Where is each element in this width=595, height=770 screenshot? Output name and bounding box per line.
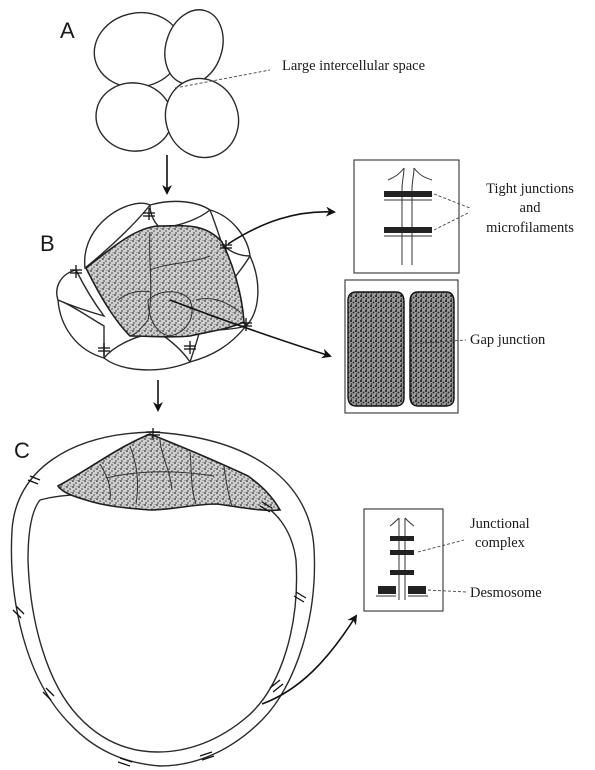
desmosome-plaque [378, 586, 396, 594]
outer-cell [104, 332, 190, 370]
junction-band [390, 550, 414, 555]
junctional-complex-inset: Junctional complex Desmosome [364, 509, 542, 611]
label-microfilaments: microfilaments [486, 220, 574, 236]
panel-a-letter: A [60, 18, 75, 43]
panel-b: B [40, 201, 258, 369]
label-large-intercellular-space: Large intercellular space [282, 58, 425, 74]
outer-cell [150, 201, 210, 228]
label-complex: complex [475, 535, 526, 551]
tight-junction-inset: Tight junctions and microfilaments [354, 160, 574, 273]
tight-junction-band [384, 191, 432, 197]
compacted-cell [410, 292, 454, 406]
junction-band [390, 570, 414, 575]
blastomere [92, 78, 177, 156]
label-tight-junctions-and: and [520, 200, 542, 216]
panel-a: A Large intercellular space [60, 2, 425, 168]
panel-c: C [11, 428, 314, 766]
tight-junction-box [354, 160, 459, 273]
label-junctional: Junctional [470, 516, 530, 532]
tight-junction-band [384, 227, 432, 233]
panel-c-letter: C [14, 438, 30, 463]
panel-b-letter: B [40, 231, 55, 256]
junction-band [390, 536, 414, 541]
label-tight-junctions: Tight junctions [486, 181, 574, 197]
label-desmosome: Desmosome [470, 585, 542, 601]
label-gap-junction: Gap junction [470, 332, 546, 348]
compacted-cell [348, 292, 404, 406]
gap-junction-inset: Gap junction [345, 280, 546, 413]
desmosome-plaque [408, 586, 426, 594]
junctional-complex-box [364, 509, 443, 611]
